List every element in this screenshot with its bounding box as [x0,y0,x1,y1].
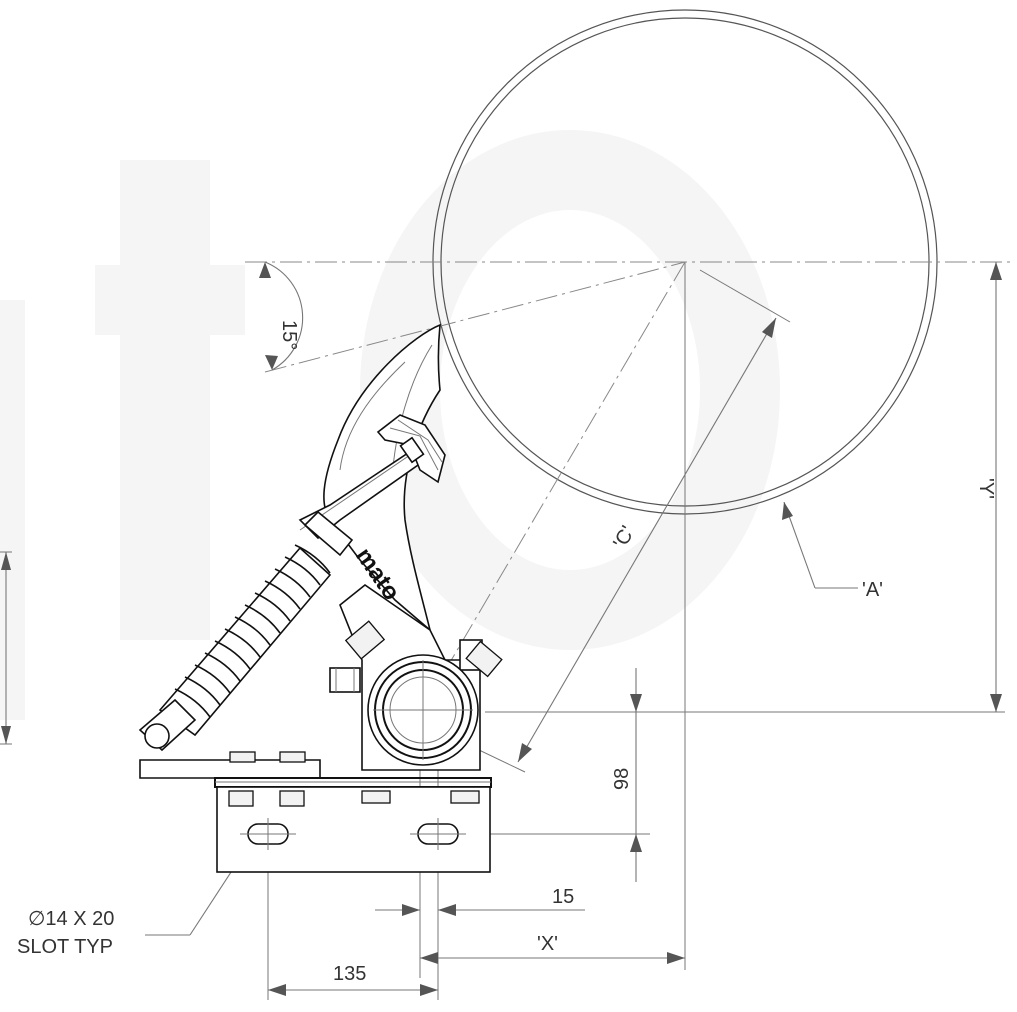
left-dimension [0,551,12,745]
reference-lines [245,261,1012,970]
slot-label-line2: SLOT TYP [17,936,113,958]
spring [138,510,354,752]
dimension-98: 98 [462,668,650,882]
x-label: 'X' [537,933,558,955]
a-leader: 'A' [782,501,883,601]
y-label: 'Y' [975,478,997,499]
adjust-bolt-left [329,620,386,693]
angle-label: 15° [278,320,300,350]
y-dimension: 'Y' [975,262,1002,712]
lower-arm [139,759,321,779]
pivot-clamp [367,654,479,766]
mounting-slots [240,818,466,850]
dim-98-label: 98 [611,768,633,790]
slot-leader: ∅14 X 20 SLOT TYP [17,842,251,958]
angle-dimension: 15° [259,261,304,371]
dim-15-label: 15 [552,886,574,908]
pipe-assembly: mato [138,323,503,873]
slot-label-line1: ∅14 X 20 [28,908,114,930]
adjust-bolt-right [465,640,503,678]
x-dimension: 'X' [420,933,685,964]
a-label: 'A' [862,579,883,601]
dim-135-label: 135 [333,963,366,985]
